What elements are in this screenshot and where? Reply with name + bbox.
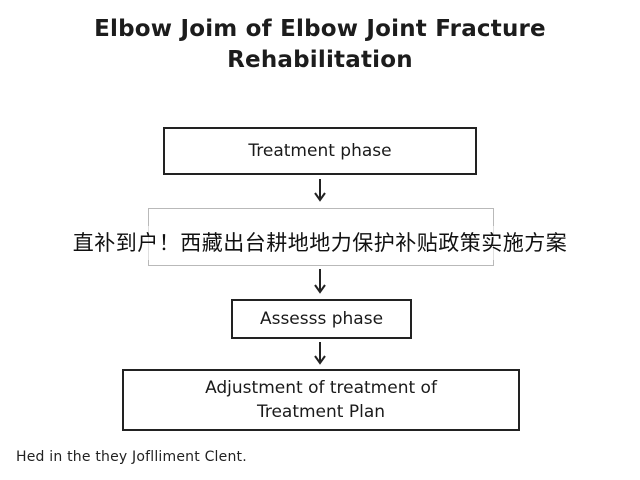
- adjustment-plan-label-line-2: Treatment Plan: [256, 402, 386, 422]
- arrow-down-icon: [313, 178, 327, 204]
- title-line-2: Rehabilitation: [227, 47, 413, 73]
- title-line-1: Elbow Joim of Elbow Joint Fracture: [94, 16, 546, 42]
- arrow-down-icon: [313, 268, 327, 296]
- overlay-caption: 直补到户！西藏出台耕地地力保护补贴政策实施方案: [0, 226, 640, 260]
- adjustment-plan-label-line-1: Adjustment of treatment of: [205, 378, 437, 398]
- treatment-phase-label: Treatment phase: [248, 141, 392, 161]
- footer-note: Hed in the they Joflliment Clent.: [16, 449, 247, 465]
- assess-phase-label: Assesss phase: [259, 309, 384, 329]
- diagram-title: Elbow Joim of Elbow Joint Fracture Rehab…: [0, 14, 640, 76]
- arrow-down-icon: [313, 341, 327, 367]
- assess-phase-box: Assesss phase: [231, 299, 412, 339]
- treatment-phase-box: Treatment phase: [163, 127, 477, 175]
- adjustment-plan-box: Adjustment of treatment of Treatment Pla…: [122, 369, 520, 431]
